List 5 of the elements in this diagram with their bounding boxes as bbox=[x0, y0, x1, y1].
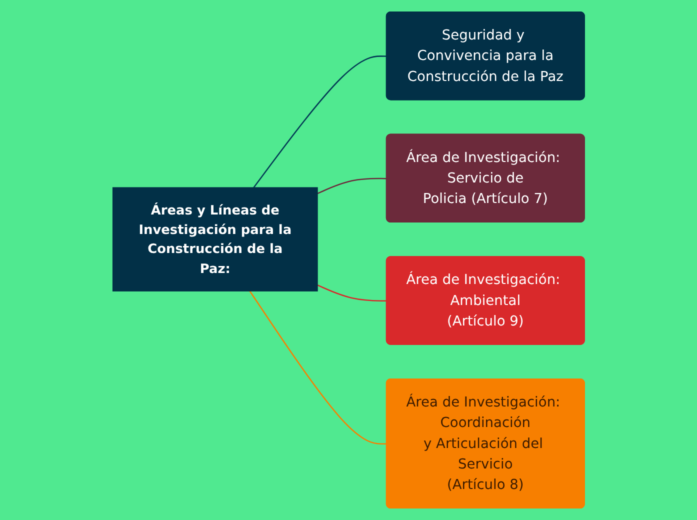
connector bbox=[316, 284, 387, 302]
node-box: Áreas y Líneas de Investigación para la Construcción de la Paz: bbox=[112, 187, 318, 292]
connector bbox=[316, 178, 387, 194]
connector bbox=[252, 56, 387, 188]
connector bbox=[249, 290, 387, 445]
